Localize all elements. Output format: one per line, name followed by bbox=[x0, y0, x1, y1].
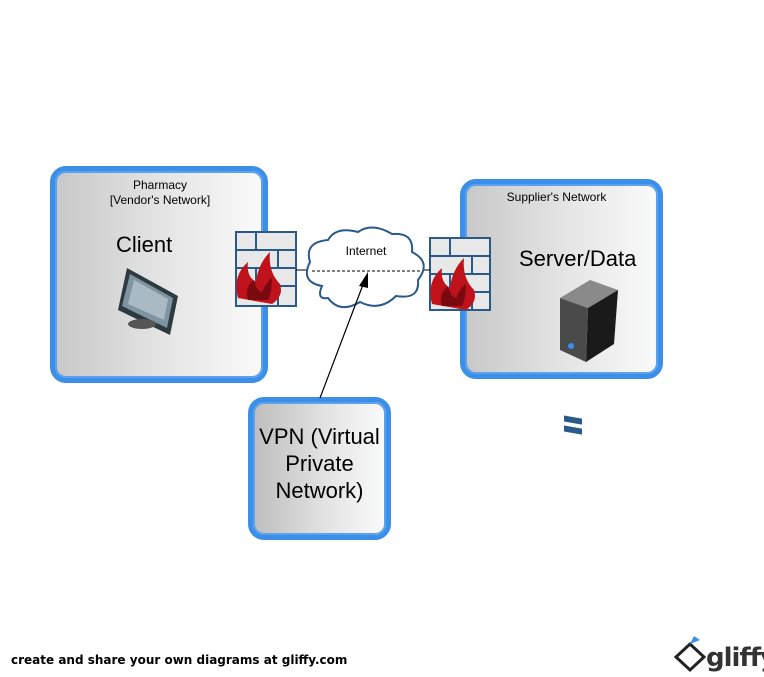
firewall-icon bbox=[429, 237, 491, 311]
vpn-label: VPN (Virtual Private Network) bbox=[259, 424, 380, 503]
client-title-line1: Pharmacy bbox=[132, 178, 188, 192]
client-title-line2: [Vendor's Network] bbox=[109, 193, 211, 207]
internet-label: Internet bbox=[345, 244, 387, 258]
supplier-box-title: Supplier's Network bbox=[506, 190, 607, 204]
client-label: Client bbox=[116, 232, 173, 257]
server-label: Server/Data bbox=[519, 246, 637, 271]
brand-wordmark[interactable]: gliffy bbox=[706, 643, 764, 673]
vpn-box[interactable] bbox=[248, 397, 391, 540]
gliffy-logo-icon bbox=[673, 636, 707, 673]
client-box-title: Pharmacy [Vendor's Network] bbox=[60, 178, 260, 208]
vpn-arrow bbox=[319, 272, 368, 399]
cloud-icon bbox=[306, 226, 425, 309]
server-icon bbox=[560, 280, 618, 435]
footer-text[interactable]: create and share your own diagrams at gl… bbox=[11, 653, 348, 667]
client-network-box[interactable] bbox=[50, 166, 268, 383]
monitor-icon bbox=[118, 268, 178, 335]
firewall-icon bbox=[235, 231, 297, 307]
